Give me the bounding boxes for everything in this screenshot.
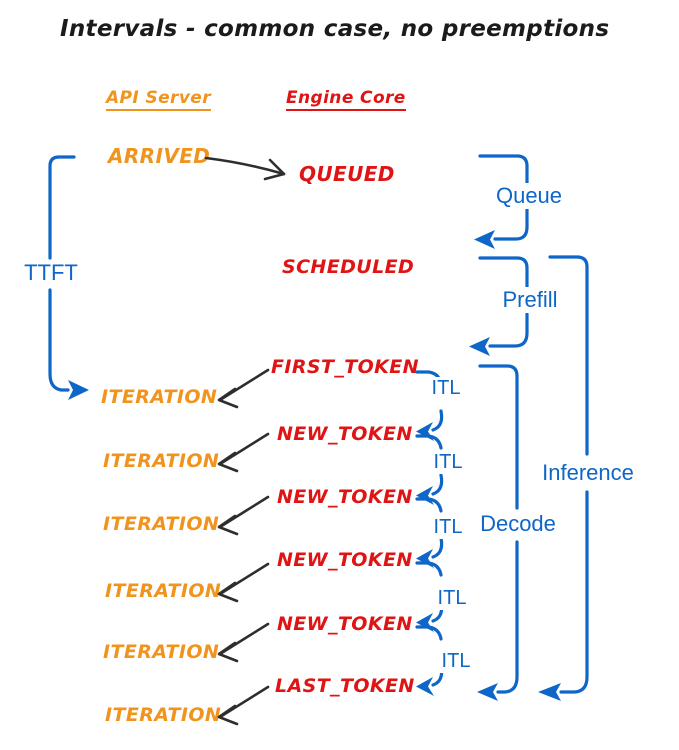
iteration-event-6: ITERATION <box>105 704 222 726</box>
itl-label-5: ITL <box>436 650 476 673</box>
iteration-event-1: ITERATION <box>101 386 218 408</box>
iteration-event-5: ITERATION <box>103 641 220 663</box>
arrowhead-icon <box>416 677 434 696</box>
queue-bracket <box>474 154 529 249</box>
bracket-line <box>415 625 443 641</box>
bracket-line <box>431 473 444 496</box>
itl-label-3: ITL <box>428 516 468 539</box>
decode-label: Decode <box>471 511 565 537</box>
arrowhead-icon <box>538 683 561 701</box>
arrived-event: ARRIVED <box>108 144 211 168</box>
bracket-line <box>415 434 443 450</box>
bracket-line <box>493 207 529 241</box>
bracket-line <box>431 409 444 432</box>
engine-core-header: Engine Core <box>286 88 406 111</box>
itl-label-1: ITL <box>426 377 466 400</box>
decode-bracket <box>477 364 519 701</box>
ttft-label: TTFT <box>22 260 80 286</box>
prefill-label: Prefill <box>489 287 571 313</box>
arrowhead-icon <box>217 451 239 473</box>
arrowhead-icon <box>263 158 286 181</box>
queued-event: QUEUED <box>299 162 395 186</box>
arrived-to-queued-arrow <box>204 156 286 181</box>
arrowhead-icon <box>68 380 89 400</box>
arrowhead-icon <box>217 387 239 409</box>
api-server-header: API Server <box>106 88 212 111</box>
bracket-line <box>48 288 70 392</box>
bracket-line <box>478 256 529 290</box>
new-token-event-1: NEW_TOKEN <box>277 423 413 445</box>
token-to-iteration-arrow-6 <box>217 685 270 726</box>
bracket-line <box>415 497 443 513</box>
bracket-line <box>496 540 519 694</box>
bracket-line <box>478 154 529 187</box>
itl-label-2: ITL <box>428 451 468 474</box>
arrowhead-icon <box>477 683 498 701</box>
arrowhead-icon <box>217 514 239 536</box>
bracket-line <box>48 155 76 260</box>
arrowhead-icon <box>217 641 239 663</box>
new-token-event-2: NEW_TOKEN <box>277 486 413 508</box>
queue-label: Queue <box>486 183 572 209</box>
ttft-bracket <box>48 155 89 400</box>
itl-label-4: ITL <box>432 587 472 610</box>
token-to-iteration-arrow-5 <box>217 622 270 663</box>
bracket-line <box>548 255 589 456</box>
arrowhead-icon <box>217 704 239 726</box>
new-token-event-4: NEW_TOKEN <box>277 613 413 635</box>
bracket-line <box>488 312 529 348</box>
inference-bracket <box>538 255 589 701</box>
token-to-iteration-arrow-2 <box>217 432 270 473</box>
iteration-event-4: ITERATION <box>105 580 222 602</box>
scheduled-event: SCHEDULED <box>282 256 415 278</box>
new-token-event-3: NEW_TOKEN <box>277 549 413 571</box>
arrowhead-icon <box>474 230 495 249</box>
bracket-line <box>415 561 443 577</box>
inference-label: Inference <box>531 460 645 486</box>
token-to-iteration-arrow-3 <box>217 495 270 536</box>
token-to-iteration-arrow-4 <box>217 562 270 603</box>
bracket-line <box>431 536 444 559</box>
arrowhead-icon <box>217 581 239 603</box>
diagram-title: Intervals - common case, no preemptions <box>60 16 610 42</box>
last-token-event: LAST_TOKEN <box>275 675 415 697</box>
arrow-line <box>204 156 286 176</box>
bracket-line <box>478 364 519 510</box>
bracket-line <box>559 490 589 694</box>
arrowhead-icon <box>469 337 490 356</box>
iteration-event-2: ITERATION <box>103 450 220 472</box>
first-token-event: FIRST_TOKEN <box>271 356 419 378</box>
iteration-event-3: ITERATION <box>103 513 220 535</box>
token-to-iteration-arrow-1 <box>217 368 270 409</box>
prefill-bracket <box>469 256 529 356</box>
